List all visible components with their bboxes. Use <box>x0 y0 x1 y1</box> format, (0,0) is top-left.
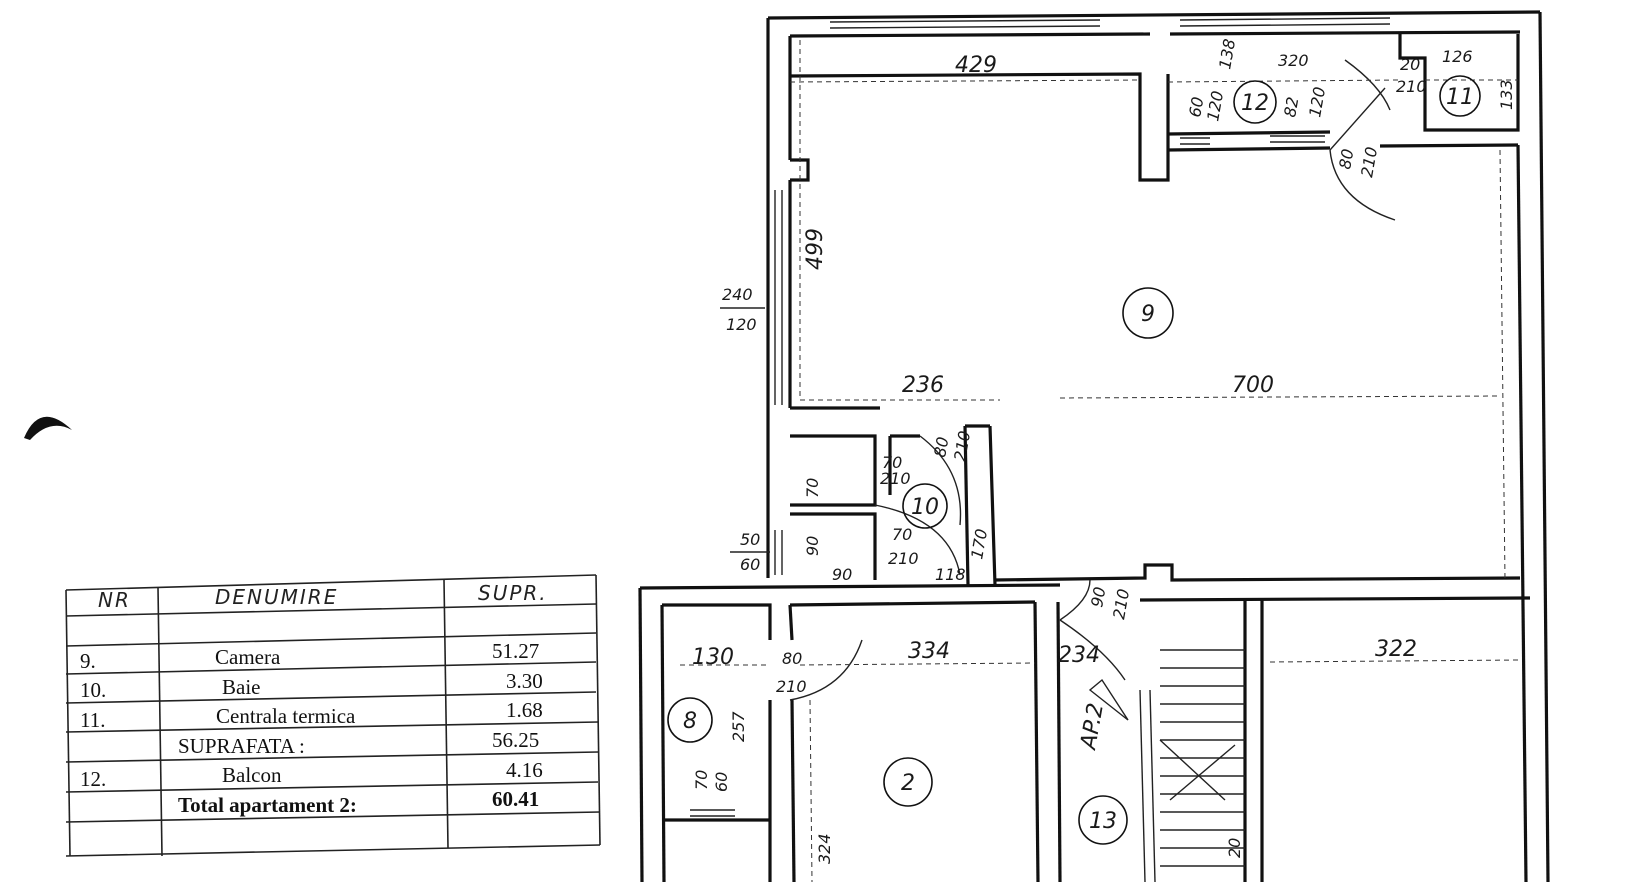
dim-133: 133 <box>1497 79 1516 110</box>
dim-70-c: 70 <box>692 770 711 790</box>
room-number-8: 8 <box>683 709 697 734</box>
dim-170: 170 <box>967 527 991 560</box>
dim-118: 118 <box>935 565 966 584</box>
dim-82: 82 <box>1280 95 1302 118</box>
table-row: 12. Balcon 4.16 <box>80 758 543 791</box>
dim-236: 236 <box>902 373 944 398</box>
table-row: 10. Baie 3.30 <box>80 669 543 702</box>
room-number-13: 13 <box>1089 809 1117 834</box>
row-name: Total apartament 2: <box>178 793 357 817</box>
dim-120-a: 120 <box>1203 89 1227 122</box>
room-number-9: 9 <box>1141 302 1155 327</box>
dim-700: 700 <box>1232 373 1274 398</box>
dim-90-c: 90 <box>1087 585 1109 608</box>
dim-429: 429 <box>955 53 997 78</box>
row-area: 51.27 <box>492 639 539 663</box>
dim-334: 334 <box>908 639 950 664</box>
dim-210-c: 210 <box>880 469 911 488</box>
dim-240: 240 <box>722 285 753 304</box>
room-markers: 9 10 11 12 8 2 13 <box>667 75 1481 845</box>
row-nr: 10. <box>80 678 106 702</box>
table-row: SUPRAFATA : 56.25 <box>178 728 539 758</box>
row-area: 4.16 <box>506 758 543 782</box>
room-number-11: 11 <box>1446 85 1474 110</box>
row-area: 56.25 <box>492 728 539 752</box>
dim-130: 130 <box>692 645 734 670</box>
walls <box>638 10 1550 882</box>
row-name: Camera <box>215 645 281 669</box>
dim-210-b: 210 <box>1357 145 1381 178</box>
dim-90-b: 90 <box>832 565 852 584</box>
dim-70-b: 70 <box>892 525 912 544</box>
dim-70: 70 <box>803 478 822 498</box>
table-header-nr: NR <box>98 588 131 612</box>
row-name: SUPRAFATA : <box>178 734 305 758</box>
row-nr: 11. <box>80 708 105 732</box>
dim-60-c: 60 <box>712 772 731 792</box>
row-name: Centrala termica <box>216 704 356 728</box>
door-swings <box>789 59 1396 701</box>
dim-120-c: 120 <box>726 315 757 334</box>
dim-257: 257 <box>729 711 748 742</box>
dim-210-e: 210 <box>950 429 974 462</box>
dim-320: 320 <box>1278 51 1309 70</box>
dim-70-a: 70 <box>882 453 902 472</box>
dim-20-b: 20 <box>1225 838 1244 858</box>
dim-210-a: 210 <box>1396 77 1427 96</box>
room-number-2: 2 <box>901 771 915 796</box>
dim-60-b: 60 <box>740 555 760 574</box>
dim-50: 50 <box>740 530 760 549</box>
row-nr: 9. <box>80 649 96 673</box>
dim-138: 138 <box>1215 37 1239 70</box>
row-name: Baie <box>222 675 260 699</box>
dim-80-b: 80 <box>930 435 952 458</box>
table-row: Total apartament 2: 60.41 <box>178 787 539 817</box>
dimension-lines <box>680 40 1521 882</box>
dim-120-b: 120 <box>1305 85 1329 118</box>
area-table: NR DENUMIRE SUPR. 9. Camera 51.27 10. Ba… <box>65 574 601 857</box>
dim-322: 322 <box>1375 637 1417 662</box>
dim-234: 234 <box>1058 643 1100 668</box>
dim-80-c: 80 <box>782 649 802 668</box>
room-number-12: 12 <box>1241 91 1269 116</box>
dim-126: 126 <box>1442 47 1473 66</box>
dim-210-d: 210 <box>888 549 919 568</box>
dim-499: 499 <box>803 228 828 270</box>
row-name: Balcon <box>222 763 282 787</box>
table-header-denumire: DENUMIRE <box>215 585 338 609</box>
scan-mark <box>24 416 72 440</box>
dim-60: 60 <box>1185 95 1207 118</box>
row-nr: 12. <box>80 767 106 791</box>
dim-20: 20 <box>1400 55 1420 74</box>
room-number-10: 10 <box>911 495 939 520</box>
dim-90-a: 90 <box>803 536 822 556</box>
dim-324: 324 <box>815 833 834 864</box>
table-row: 9. Camera 51.27 <box>80 639 539 673</box>
table-row: 11. Centrala termica 1.68 <box>80 698 543 732</box>
dim-210-f: 210 <box>776 677 807 696</box>
dim-210-g: 210 <box>1109 587 1133 620</box>
dimension-labels: 429 320 126 133 138 60 120 82 120 20 210… <box>692 37 1516 864</box>
stairs <box>1139 649 1245 882</box>
label-ap2: AP.2 <box>1076 701 1109 753</box>
row-area: 60.41 <box>492 787 539 811</box>
row-area: 1.68 <box>506 698 543 722</box>
table-header-supr: SUPR. <box>478 581 548 605</box>
dim-80-door: 80 <box>1335 147 1357 170</box>
row-area: 3.30 <box>506 669 543 693</box>
